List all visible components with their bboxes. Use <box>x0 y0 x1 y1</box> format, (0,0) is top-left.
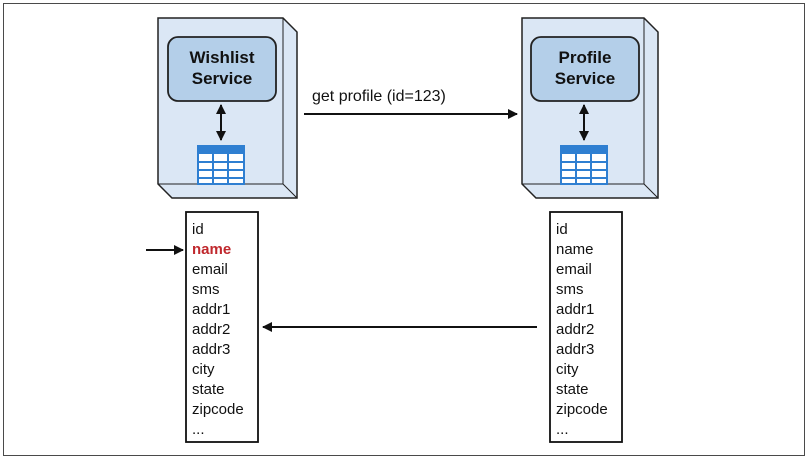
field-item: addr3 <box>192 341 230 358</box>
field-item: zipcode <box>192 401 244 418</box>
field-item: sms <box>192 281 220 298</box>
diagram-frame <box>3 3 805 456</box>
field-item: id <box>192 221 204 238</box>
field-item: name <box>556 241 594 258</box>
field-item: ... <box>556 421 569 438</box>
field-item: addr1 <box>192 301 230 318</box>
wishlist-database-icon <box>197 145 245 185</box>
field-item: city <box>192 361 215 378</box>
field-item: zipcode <box>556 401 608 418</box>
wishlist-fields-box <box>185 211 259 443</box>
wishlist-fields-list: id name email sms addr1 addr2 addr3 city state zi… <box>192 221 244 438</box>
field-item: city <box>556 361 579 378</box>
field-item: addr1 <box>556 301 594 318</box>
field-item: id <box>556 221 568 238</box>
profile-fields-list: id name email sms addr1 addr2 addr3 city state zi… <box>556 221 608 438</box>
field-item: email <box>556 261 592 278</box>
get-profile-request-label: get profile (id=123) <box>312 88 446 105</box>
field-item: addr2 <box>192 321 230 338</box>
profile-database-icon <box>560 145 608 185</box>
profile-service-title-line2: Service <box>555 69 616 88</box>
field-item: state <box>556 381 589 398</box>
profile-service-card <box>530 36 640 102</box>
wishlist-service-card <box>167 36 277 102</box>
field-item: ... <box>192 421 205 438</box>
field-item: addr2 <box>556 321 594 338</box>
field-item: addr3 <box>556 341 594 358</box>
profile-service-title-line1: Profile <box>559 48 612 67</box>
profile-service-node: Profile Service <box>521 17 659 199</box>
wishlist-service-node: Wishlist Service <box>157 17 298 199</box>
field-item: name <box>192 241 231 258</box>
wishlist-service-title-line2: Service <box>192 69 253 88</box>
field-item: email <box>192 261 228 278</box>
profile-fields-box <box>549 211 623 443</box>
field-item: state <box>192 381 225 398</box>
field-item: sms <box>556 281 584 298</box>
wishlist-service-title-line1: Wishlist <box>189 48 254 67</box>
